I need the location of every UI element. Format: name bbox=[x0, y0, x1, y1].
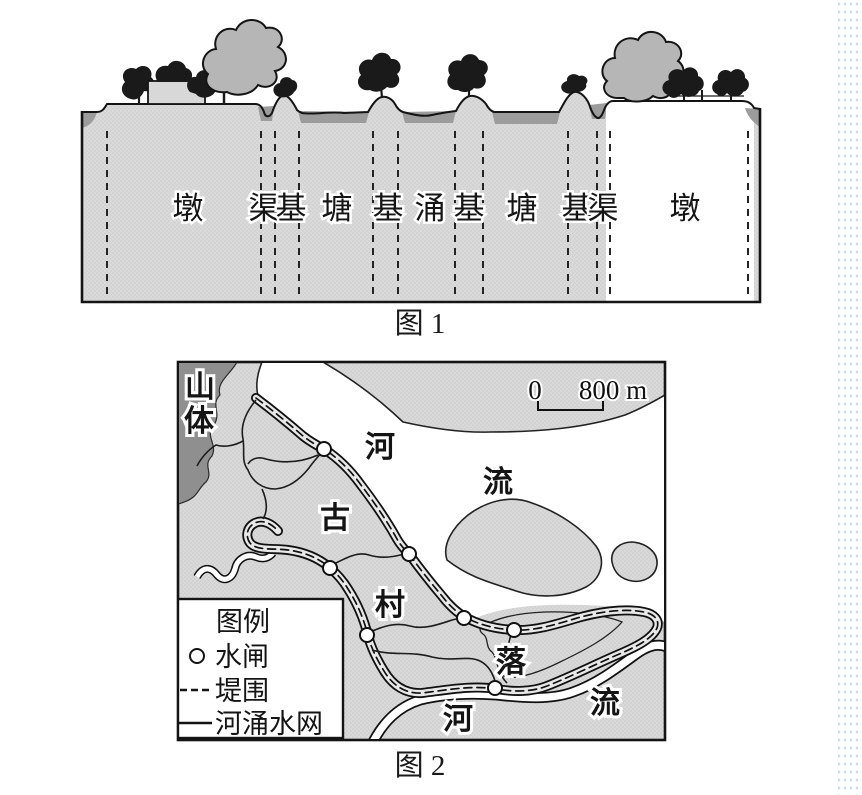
label-qu-right: 渠 bbox=[588, 191, 619, 226]
figure2-caption: 图 2 bbox=[395, 750, 446, 782]
figure2-map: 山 体 河 流 古 村 落 河 流 0 800 m 图例 水闸 bbox=[176, 360, 667, 782]
shrub-icon bbox=[561, 74, 588, 94]
terrain-profile-line bbox=[82, 90, 761, 119]
scale-bar-line bbox=[537, 401, 604, 411]
scan-artifact-dots bbox=[836, 0, 862, 795]
sluice-gate-icon bbox=[359, 627, 375, 643]
legend-item-creek-network: 河涌水网 bbox=[215, 709, 323, 739]
label-yong: 涌 bbox=[415, 191, 446, 226]
river-label-char2: 流 bbox=[483, 466, 513, 499]
legend: 图例 水闸 堤围 河涌水网 bbox=[179, 597, 345, 739]
river-island-large bbox=[445, 498, 603, 597]
peninsula-outline bbox=[479, 611, 624, 678]
village-label-char1: 古 bbox=[320, 502, 350, 535]
plot-boundary-dashes bbox=[106, 131, 749, 298]
vegetation bbox=[121, 19, 749, 105]
river-island-small bbox=[610, 541, 658, 583]
shrub-icon bbox=[155, 60, 193, 82]
legend-title: 图例 bbox=[216, 607, 270, 637]
label-ji-3: 基 bbox=[454, 191, 485, 226]
shrub-icon bbox=[662, 67, 704, 98]
label-qu-left: 渠 bbox=[249, 191, 280, 226]
sluice-gate-icon bbox=[401, 546, 417, 562]
bottom-river-label-char1: 河 bbox=[443, 703, 473, 736]
sluice-gate-icon bbox=[487, 680, 503, 696]
sluice-gate-icon bbox=[322, 560, 338, 576]
tree-icon bbox=[447, 54, 488, 93]
legend-item-dike: 堤围 bbox=[215, 676, 269, 706]
label-dun-right: 墩 bbox=[670, 191, 701, 226]
sluice-gate-icon bbox=[506, 622, 522, 638]
sluice-gate-legend-icon bbox=[189, 648, 205, 664]
legend-item-gate: 水闸 bbox=[215, 642, 269, 672]
village-label-char2: 村 bbox=[375, 589, 405, 622]
map-labels: 山 体 河 流 古 村 落 河 流 bbox=[181, 368, 623, 739]
right-edge-water-band bbox=[745, 108, 760, 127]
mountain-label-char2: 体 bbox=[184, 405, 215, 438]
section-labels: 墩 渠 基 塘 基 涌 基 塘 基 渠 墩 bbox=[170, 189, 703, 229]
label-tang-1: 塘 bbox=[322, 191, 353, 226]
river-label-char1: 河 bbox=[365, 431, 395, 464]
tree-canopy-icon bbox=[601, 31, 685, 103]
section-borders bbox=[80, 108, 762, 304]
legend-box bbox=[179, 597, 345, 739]
village-label-char3: 落 bbox=[496, 646, 527, 679]
sluice-gates bbox=[316, 441, 522, 696]
bottom-river-label-char2: 流 bbox=[590, 687, 620, 720]
mountain-area bbox=[179, 363, 238, 505]
scale-zero: 0 bbox=[528, 375, 542, 405]
label-ji-2: 基 bbox=[373, 191, 404, 226]
creek-network bbox=[196, 399, 514, 686]
figure1-caption: 图 1 bbox=[395, 308, 446, 340]
earth-body bbox=[82, 91, 760, 302]
figure1-cross-section: 墩 渠 基 塘 基 涌 基 塘 基 渠 墩 图 1 bbox=[80, 19, 762, 340]
sluice-gate-icon bbox=[316, 441, 332, 457]
scale-bar: 0 800 m bbox=[526, 373, 649, 411]
white-mound bbox=[606, 101, 754, 302]
river-north-bank bbox=[323, 363, 664, 433]
river-west-bank bbox=[255, 363, 263, 397]
meander-creek-water bbox=[194, 551, 275, 582]
shrub-icon bbox=[712, 69, 749, 97]
tree-icon bbox=[357, 52, 401, 92]
branch-channel-water bbox=[370, 641, 664, 739]
scale-length-label: 800 m bbox=[579, 375, 647, 405]
label-ji-4: 基 bbox=[562, 191, 593, 226]
label-ji-1: 基 bbox=[276, 191, 307, 226]
tree-canopy-icon bbox=[201, 19, 287, 96]
shrub-icon bbox=[121, 65, 155, 100]
label-tang-2: 塘 bbox=[507, 191, 538, 226]
shrub-icon bbox=[273, 77, 298, 98]
label-dun-left: 墩 bbox=[173, 191, 204, 226]
mountain-label-char1: 山 bbox=[185, 371, 215, 404]
sluice-gate-icon bbox=[456, 610, 472, 626]
